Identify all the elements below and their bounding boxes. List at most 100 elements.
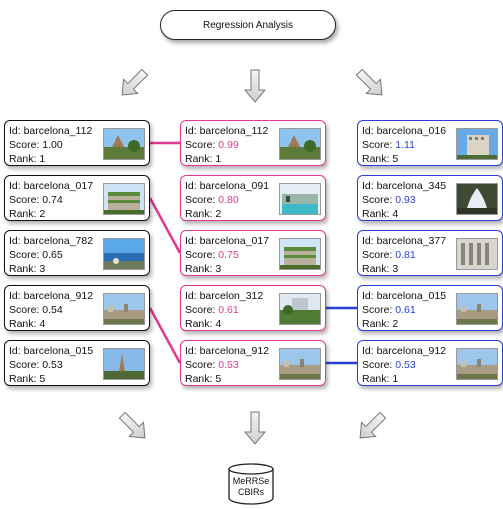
rank-value: 2 [392,318,399,330]
rank-label: Rank: [9,263,40,275]
result-card: Id: barcelona_345 Score: 0.93 Rank: 4 [357,175,503,221]
score-value: 0.74 [42,194,63,206]
image-id: barcelona_017 [23,180,94,192]
rank-value: 5 [215,373,222,385]
link-017 [148,197,182,254]
score-value: 0.53 [42,359,63,371]
thumbnail-image [103,238,145,270]
score-value: 0.65 [42,249,63,261]
rank-value: 4 [392,208,399,220]
score-label: Score: [9,139,43,151]
score-label: Score: [9,194,43,206]
rank-label: Rank: [9,153,40,165]
score-value: 0.99 [218,139,239,151]
rank-label: Rank: [362,318,393,330]
arrow-down-bottom-icon [243,411,267,445]
rank-label: Rank: [185,373,216,385]
image-id: barcelona_377 [376,235,447,247]
id-label: Id: [362,290,377,302]
result-card: Id: barcelona_377 Score: 0.81 Rank: 3 [357,230,503,276]
thumbnail-image [279,128,321,160]
rank-label: Rank: [362,208,393,220]
arrow-down-right-bottom-icon [118,411,146,439]
score-value: 0.75 [218,249,239,261]
rank-label: Rank: [185,208,216,220]
left-result-list: Id: barcelona_112 Score: 1.00 Rank: 1 Id… [4,120,150,395]
score-label: Score: [185,249,219,261]
rank-value: 2 [39,208,46,220]
id-label: Id: [9,290,24,302]
right-result-list: Id: barcelona_016 Score: 1.11 Rank: 5 Id… [357,120,503,395]
id-label: Id: [362,180,377,192]
rank-value: 5 [392,153,399,165]
result-card: Id: barcelona_912 Score: 0.53 Rank: 5 [180,340,326,386]
thumbnail-image [456,293,498,325]
id-label: Id: [9,345,24,357]
score-value: 0.53 [395,359,416,371]
score-label: Score: [362,194,396,206]
score-value: 0.54 [42,304,63,316]
arrow-down-left-icon [121,68,149,96]
rank-value: 3 [215,263,222,275]
rank-label: Rank: [185,263,216,275]
score-label: Score: [9,249,43,261]
image-id: barcelona_112 [23,125,93,137]
database-label: MeRRSe CBIRs [227,476,275,498]
score-value: 0.93 [395,194,416,206]
image-id: barcelona_015 [376,290,447,302]
rank-label: Rank: [9,318,40,330]
rank-label: Rank: [362,153,393,165]
image-id: barcelona_091 [199,180,270,192]
result-card: Id: barcelona_912 Score: 0.54 Rank: 4 [4,285,150,331]
thumbnail-image [456,238,498,270]
thumbnail-image [103,293,145,325]
result-card: Id: barcelon_312 Score: 0.61 Rank: 4 [180,285,326,331]
thumbnail-image [103,183,145,215]
arrow-down-right-icon [355,68,383,96]
result-card: Id: barcelona_015 Score: 0.53 Rank: 5 [4,340,150,386]
arrow-down-icon [243,69,267,103]
image-id: barcelona_017 [199,235,270,247]
score-value: 0.53 [218,359,239,371]
image-id: barcelona_912 [23,290,94,302]
thumbnail-image [103,348,145,380]
score-label: Score: [185,139,219,151]
rank-label: Rank: [185,318,216,330]
thumbnail-image [279,348,321,380]
result-card: Id: barcelona_112 Score: 1.00 Rank: 1 [4,120,150,166]
id-label: Id: [362,125,377,137]
score-label: Score: [9,359,43,371]
id-label: Id: [362,235,377,247]
score-value: 0.61 [395,304,416,316]
id-label: Id: [185,180,200,192]
id-label: Id: [185,235,200,247]
score-label: Score: [362,359,396,371]
rank-value: 1 [39,153,46,165]
id-label: Id: [185,345,200,357]
database-label-line1: MeRRSe [232,476,270,486]
score-value: 0.80 [218,194,239,206]
rank-value: 5 [39,373,46,385]
score-value: 1.11 [395,139,415,151]
rank-label: Rank: [362,263,393,275]
score-value: 0.61 [218,304,239,316]
thumbnail-image [456,128,498,160]
middle-result-list: Id: barcelona_112 Score: 0.99 Rank: 1 Id… [180,120,326,395]
thumbnail-image [279,183,321,215]
id-label: Id: [9,235,24,247]
rank-value: 1 [215,153,222,165]
rank-value: 1 [392,373,399,385]
result-card: Id: barcelona_016 Score: 1.11 Rank: 5 [357,120,503,166]
score-label: Score: [9,304,43,316]
regression-analysis-label: Regression Analysis [202,19,294,31]
rank-value: 2 [215,208,222,220]
image-id: barcelona_782 [23,235,94,247]
image-id: barcelona_345 [376,180,447,192]
thumbnail-image [103,128,145,160]
score-value: 0.81 [395,249,416,261]
result-card: Id: barcelona_782 Score: 0.65 Rank: 3 [4,230,150,276]
thumbnail-image [279,293,321,325]
id-label: Id: [185,290,200,302]
rank-value: 4 [215,318,222,330]
id-label: Id: [362,345,377,357]
